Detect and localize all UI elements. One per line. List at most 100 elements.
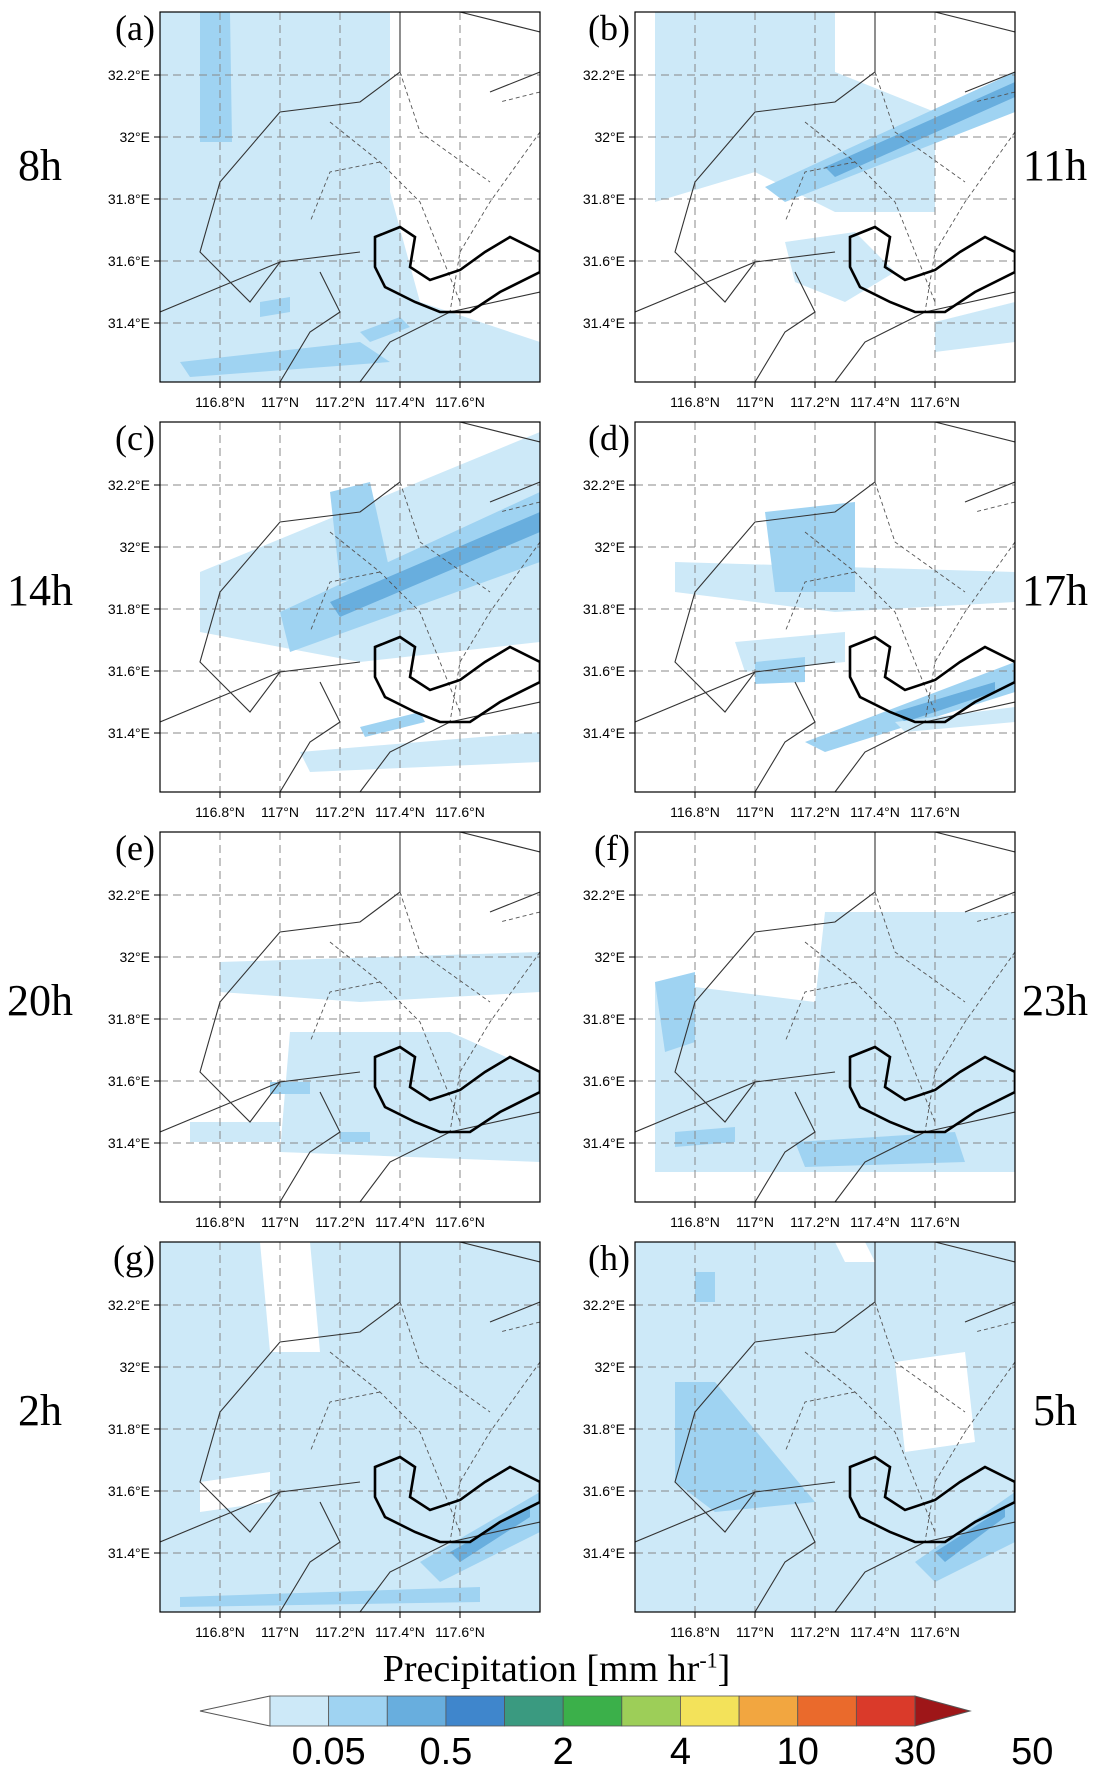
boundary-line [199, 12, 401, 303]
boundary-line [834, 1111, 1015, 1202]
county-line [329, 531, 461, 713]
boundary-line [635, 671, 756, 723]
boundary-line [964, 891, 1015, 913]
study-area-outline [373, 1455, 540, 1544]
panel-letter: (e) [115, 828, 155, 868]
boundary-line [199, 1242, 401, 1533]
county-line [784, 1391, 856, 1453]
precip-area [795, 1132, 965, 1167]
county-line [309, 571, 381, 633]
county-line [874, 1301, 966, 1413]
county-line [804, 121, 936, 303]
boundary-line [199, 832, 401, 1123]
boundary-line [834, 291, 1015, 382]
boundary-line [834, 701, 1015, 792]
study-area-outline [373, 635, 540, 724]
boundary-line [754, 1091, 816, 1202]
boundary-line [674, 422, 876, 713]
y-tick-label: 31.8°E [108, 1011, 150, 1027]
boundary-line [359, 701, 540, 792]
boundary-line [359, 291, 540, 382]
colorbar-segment [504, 1695, 564, 1727]
x-tick-label: 117.4°N [850, 804, 900, 820]
x-tick-label: 116.8°N [670, 804, 720, 820]
y-tick-label: 31.4°E [583, 725, 625, 741]
panel-letter: (c) [115, 418, 155, 458]
precip-area [785, 232, 895, 302]
boundary-line [934, 832, 1015, 853]
boundary-line [160, 671, 281, 723]
x-tick-label: 117°N [736, 1214, 774, 1230]
x-tick-label: 117.2°N [315, 394, 365, 410]
county-line [804, 531, 936, 713]
boundary-line [754, 1501, 816, 1612]
boundary-line [279, 681, 341, 792]
x-tick-label: 116.8°N [670, 1214, 720, 1230]
colorbar-title-text: Precipitation [mm hr [382, 1648, 700, 1690]
x-tick-label: 117.6°N [910, 804, 960, 820]
x-tick-label: 117°N [261, 1214, 299, 1230]
x-tick-label: 117.4°N [375, 394, 425, 410]
y-tick-label: 31.6°E [583, 1483, 625, 1499]
study-area-outline [848, 635, 1015, 724]
y-tick-label: 32.2°E [108, 477, 150, 493]
map-frame [634, 421, 1016, 793]
precip-area [450, 1507, 530, 1562]
x-tick-label: 117.6°N [910, 1624, 960, 1640]
precip-area [635, 1242, 1015, 1612]
county-line [309, 1391, 381, 1453]
x-tick-label: 117.2°N [790, 394, 840, 410]
y-tick-label: 31.6°E [108, 253, 150, 269]
y-tick-label: 32°E [119, 949, 150, 965]
y-tick-label: 32.2°E [108, 67, 150, 83]
x-tick-label: 117°N [736, 804, 774, 820]
x-tick-label: 117.2°N [315, 1624, 365, 1640]
precip-area [935, 1507, 1005, 1562]
boundary-line [489, 1301, 540, 1323]
county-line [449, 131, 540, 313]
x-tick-label: 117.4°N [850, 1214, 900, 1230]
boundary-line [160, 1491, 281, 1543]
y-tick-label: 31.4°E [108, 1135, 150, 1151]
y-tick-label: 32°E [594, 949, 625, 965]
county-line [449, 541, 540, 723]
colorbar-segment [738, 1695, 799, 1727]
county-line [784, 981, 856, 1043]
map-frame [159, 1241, 541, 1613]
boundary-line [635, 261, 756, 313]
colorbar-segment [386, 1695, 447, 1727]
precip-area [260, 1242, 320, 1352]
boundary-line [489, 71, 540, 93]
boundary-line [635, 1491, 756, 1543]
y-tick-label: 31.6°E [583, 253, 625, 269]
precip-area [655, 972, 695, 1052]
x-tick-label: 116.8°N [670, 1624, 720, 1640]
panel-letter: (d) [588, 418, 630, 458]
time-label-a: 8h [18, 141, 62, 190]
x-tick-label: 117.4°N [375, 804, 425, 820]
panel-letter: (a) [115, 8, 155, 48]
colorbar-label: 30 [894, 1731, 936, 1770]
map-frame [634, 11, 1016, 383]
precip-area [180, 1587, 480, 1607]
x-tick-label: 117.6°N [435, 1214, 485, 1230]
y-tick-label: 31.6°E [108, 1073, 150, 1089]
colorbar-arrow-left [199, 1695, 271, 1727]
colorbar-segment [621, 1695, 681, 1727]
time-label-f: 23h [1022, 976, 1088, 1025]
y-tick-label: 31.8°E [583, 601, 625, 617]
x-tick-label: 117.2°N [315, 1214, 365, 1230]
x-tick-label: 117°N [261, 394, 299, 410]
x-tick-label: 117.6°N [910, 1214, 960, 1230]
precip-area [895, 707, 1015, 732]
time-label-h: 5h [1033, 1386, 1077, 1435]
boundary-line [635, 1081, 756, 1133]
boundary-line [359, 1521, 540, 1612]
colorbar-segment [445, 1695, 505, 1727]
colorbar-label: 10 [777, 1731, 819, 1770]
y-tick-label: 32°E [594, 1359, 625, 1375]
county-line [804, 941, 936, 1123]
precip-area [695, 1272, 715, 1302]
